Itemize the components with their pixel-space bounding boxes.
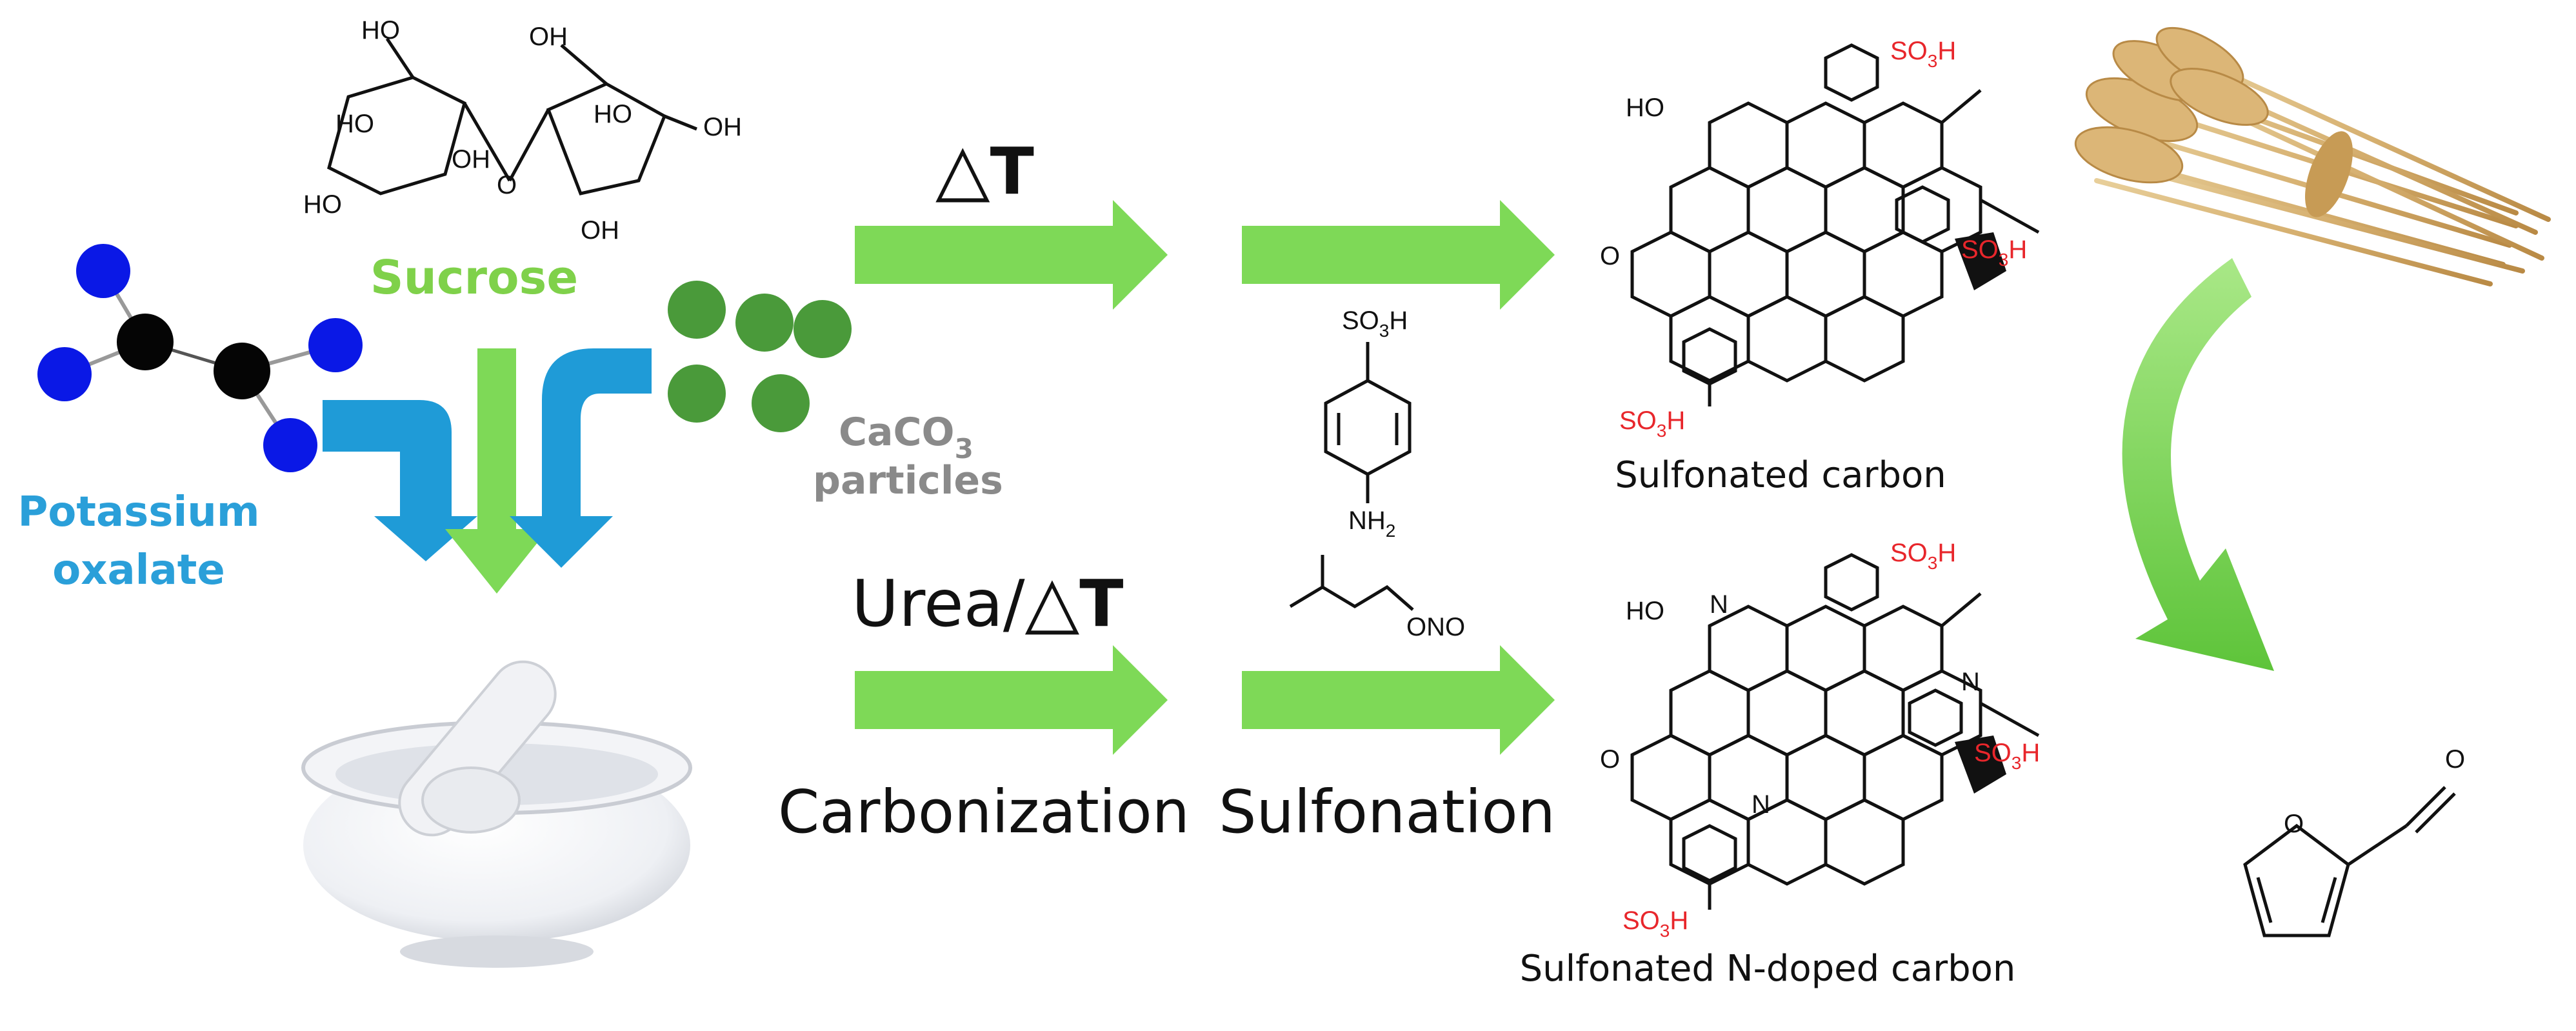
sulfonated-n-doped-carbon-label: Sulfonated N-doped carbon <box>1520 948 2016 990</box>
sulfanilic-acid-structure: SO3H NH2 <box>1324 306 1412 541</box>
sulfonated-carbon-o: O <box>1600 242 1620 270</box>
carbonization-label: Carbonization <box>778 777 1190 846</box>
furfural-structure: O O <box>2243 745 2465 937</box>
n-doped-carbon-o: O <box>1600 745 1620 774</box>
isoamyl-nitrite-structure: ONO <box>1289 555 1465 641</box>
n-doped-carbon-n-2: N <box>1961 668 1980 696</box>
sucrose-oh-3: OH <box>452 145 490 174</box>
sucrose-oh-1: OH <box>529 23 568 51</box>
n-doped-carbon-ho: HO <box>1626 597 1664 625</box>
arrow-sulfonation-top <box>1242 200 1555 310</box>
arrow-carbonization-top <box>855 200 1168 310</box>
sucrose-ho-3: HO <box>303 190 342 219</box>
potassium-oxalate-structure <box>37 244 363 472</box>
potassium-oxalate-label-line2: oxalate <box>52 546 225 594</box>
sulfonated-carbon-ho: HO <box>1626 94 1664 122</box>
blue-arrow-left <box>323 400 477 561</box>
sucrose-ho-2: HO <box>335 110 374 138</box>
isoamyl-ono: ONO <box>1406 613 1465 641</box>
phenyl-so3h-bottom-3: SO3H <box>1622 824 1737 941</box>
n-doped-carbon-n-1: N <box>1710 590 1728 619</box>
furfural-aldehyde-o: O <box>2445 745 2465 774</box>
svg-text:SO3H: SO3H <box>1974 739 2040 773</box>
svg-text:SO3H: SO3H <box>1619 406 1685 441</box>
mortar-pestle-icon <box>301 660 692 968</box>
urea-delta-t-label: Urea/△T <box>852 560 1123 643</box>
phenyl-so3h-top-2: SO3H <box>1895 185 2027 270</box>
phenyl-so3h-bottom-2: SO3H <box>1908 688 2040 773</box>
svg-text:SO3H: SO3H <box>1622 906 1688 941</box>
svg-text:SO3H: SO3H <box>1961 235 2027 270</box>
potassium-oxalate-label-line1: Potassium <box>17 488 259 536</box>
furfural-ring-o: O <box>2284 810 2304 838</box>
blue-arrow-right <box>510 348 652 568</box>
sucrose-ho-1: HO <box>361 16 400 45</box>
caco3-label: CaCO3 <box>839 410 973 465</box>
arrow-sulfonation-bottom <box>1242 645 1555 755</box>
green-arrow-down <box>445 348 548 594</box>
sulfonated-carbon-structure: HO O <box>1600 89 2040 406</box>
arrow-carbonization-bottom <box>855 645 1168 755</box>
sulfonated-n-doped-carbon-structure: HO O N N N <box>1600 590 2040 910</box>
n-doped-carbon-n-3: N <box>1752 790 1770 819</box>
sucrose-oh-2: OH <box>703 113 742 141</box>
phenyl-so3h-top-3: SO3H <box>1619 327 1737 441</box>
sucrose-ho-4: HO <box>594 100 632 128</box>
sulfanilic-nh2: NH2 <box>1348 506 1395 541</box>
caco3-particles-icon <box>668 281 852 432</box>
sucrose-label: Sucrose <box>370 250 578 305</box>
phenyl-so3h-bottom-1: SO3H <box>1824 539 1956 612</box>
delta-t-label: △T <box>935 128 1034 210</box>
svg-text:SO3H: SO3H <box>1890 539 1956 573</box>
sulfonation-label: Sulfonation <box>1219 777 1555 846</box>
wheat-icon <box>2074 26 2551 286</box>
particles-label: particles <box>813 458 1003 503</box>
sucrose-oh-4: OH <box>581 216 619 245</box>
phenyl-so3h-top-1: SO3H <box>1824 37 1956 102</box>
sulfonated-carbon-label: Sulfonated carbon <box>1615 454 1946 496</box>
sucrose-structure: HO OH OH HO OH HO O HO OH <box>303 16 742 245</box>
svg-text:SO3H: SO3H <box>1890 37 1956 71</box>
curved-arrow-wheat-to-furfural <box>2122 258 2274 671</box>
sulfanilic-so3h: SO3H <box>1342 306 1408 341</box>
sucrose-o-bridge: O <box>497 171 517 199</box>
